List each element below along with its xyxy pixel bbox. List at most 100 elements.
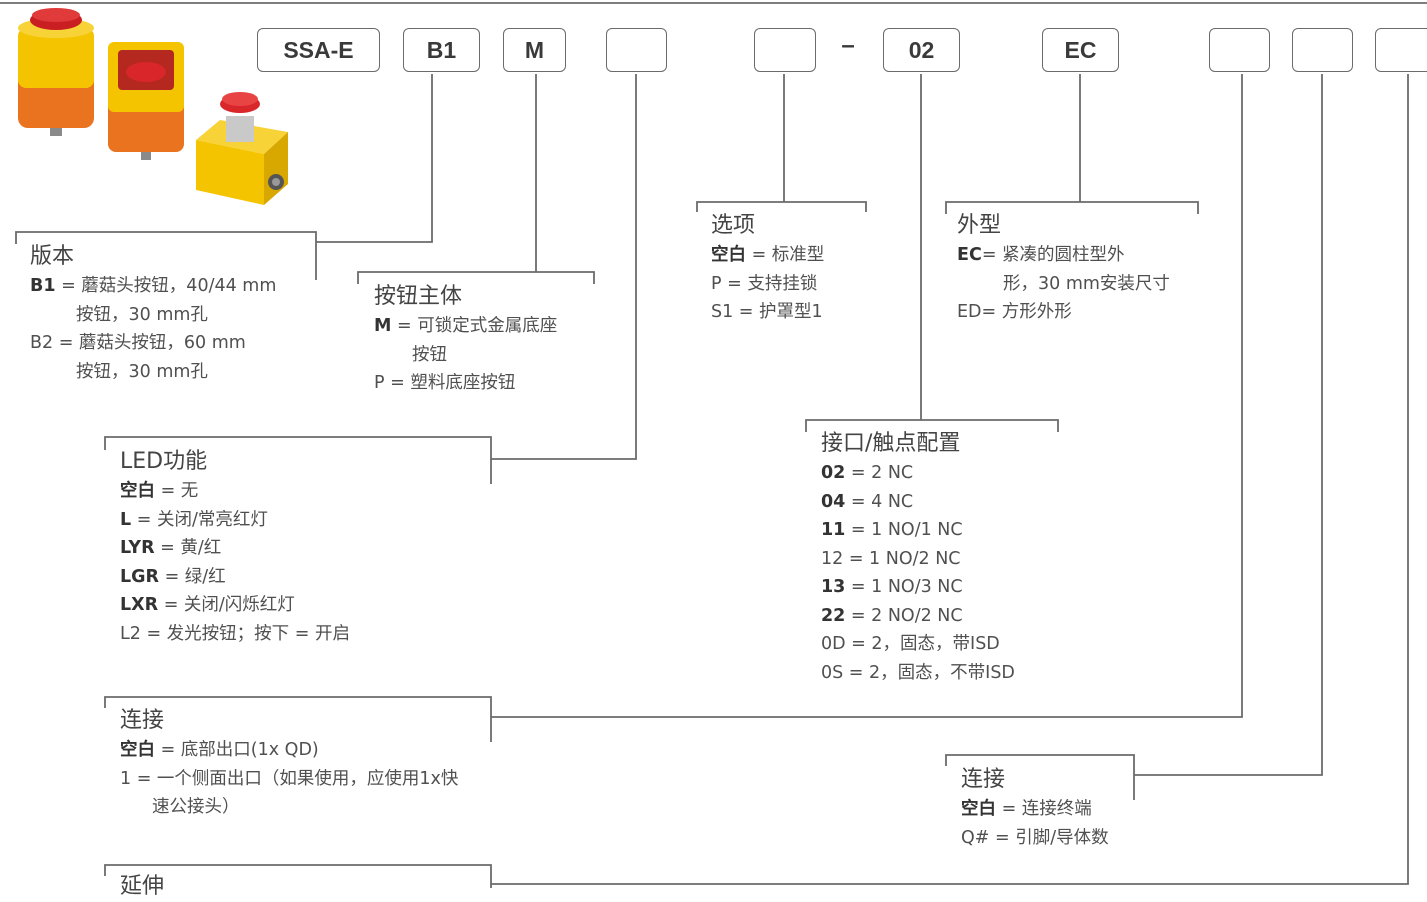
section-version: 版本 B1 = 蘑菇头按钮，40/44 mm 按钮，30 mm孔 B2 = 蘑菇… — [30, 242, 276, 386]
option-code: 空白 — [711, 245, 746, 265]
section-button-body: 按钮主体 M = 可锁定式金属底座 按钮 P = 塑料底座按钮 — [374, 282, 557, 398]
option-code: 11 — [821, 520, 846, 540]
product-photos — [18, 8, 288, 205]
option-text: = 绿/红 — [159, 566, 226, 587]
option-text: = 关闭/闪烁红灯 — [158, 595, 295, 615]
section-title: 延伸 — [120, 874, 165, 899]
option-row: 1 = 一个侧面出口（如果使用，应使用1x快 — [120, 765, 458, 794]
option-text: P = 塑料底座按钮 — [374, 373, 516, 393]
option-row: 13 = 1 NO/3 NC — [821, 573, 1015, 602]
option-text: 按钮，30 mm孔 — [76, 304, 208, 325]
option-row: 按钮，30 mm孔 — [30, 301, 276, 330]
option-row: EC= 紧凑的圆柱型外 — [957, 241, 1170, 270]
option-text: = 关闭/常亮红灯 — [131, 509, 268, 530]
section-interface-contacts: 接口/触点配置 02 = 2 NC 04 = 4 NC 11 = 1 NO/1 … — [821, 429, 1015, 687]
section-title: 版本 — [30, 244, 75, 269]
section-title: 连接 — [120, 708, 165, 733]
option-row: Q# = 引脚/导体数 — [961, 824, 1109, 853]
option-row: 02 = 2 NC — [821, 459, 1015, 488]
code-box-extension — [1375, 28, 1427, 72]
option-text: = 4 NC — [845, 491, 914, 512]
option-text: S1 = 护罩型1 — [711, 302, 823, 322]
product-photo-square-estop — [196, 92, 288, 205]
code-box-interface: 02 — [883, 28, 960, 72]
option-text: 1 = 一个侧面出口（如果使用，应使用1x快 — [120, 768, 459, 789]
option-text: B2 = 蘑菇头按钮，60 mm — [30, 333, 246, 353]
option-row: B2 = 蘑菇头按钮，60 mm — [30, 329, 276, 358]
product-photo-cylindrical-estop — [18, 8, 94, 136]
section-title: 按钮主体 — [374, 284, 463, 309]
option-row: 空白 = 底部出口(1x QD) — [120, 736, 458, 765]
option-text: = 2 NC — [845, 463, 914, 483]
option-code: EC — [957, 245, 982, 265]
option-text: = 可锁定式金属底座 — [391, 316, 558, 336]
option-text: P = 支持挂锁 — [711, 273, 818, 294]
option-text: = 1 NO/3 NC — [845, 577, 963, 597]
option-text: = 标准型 — [746, 245, 825, 265]
option-row: 按钮 — [374, 341, 557, 370]
option-text: = 1 NO/1 NC — [845, 520, 963, 540]
option-row: P = 塑料底座按钮 — [374, 369, 557, 398]
option-row: 12 = 1 NO/2 NC — [821, 545, 1015, 574]
section-led-function: LED功能 空白 = 无 L = 关闭/常亮红灯 LYR = 黄/红 LGR =… — [120, 447, 350, 648]
option-text: L2 = 发光按钮；按下 = 开启 — [120, 623, 350, 644]
code-box-led — [606, 28, 667, 72]
option-text: 按钮 — [412, 344, 447, 365]
option-row: S1 = 护罩型1 — [711, 298, 824, 327]
option-text: = 紧凑的圆柱型外 — [981, 245, 1125, 265]
section-title: 外型 — [957, 213, 1002, 238]
option-row: ED= 方形外形 — [957, 298, 1170, 327]
option-row: L = 关闭/常亮红灯 — [120, 506, 350, 535]
option-row: 空白 = 无 — [120, 477, 350, 506]
option-row: 空白 = 标准型 — [711, 241, 824, 270]
code-box-options — [754, 28, 816, 72]
option-text: = 蘑菇头按钮，40/44 mm — [55, 276, 277, 296]
section-title: LED功能 — [120, 449, 208, 474]
option-text: = 黄/红 — [154, 538, 222, 558]
option-text: = 2 NO/2 NC — [845, 605, 963, 626]
option-code: 空白 — [961, 799, 996, 819]
option-row: 11 = 1 NO/1 NC — [821, 516, 1015, 545]
option-row: L2 = 发光按钮；按下 = 开启 — [120, 620, 350, 649]
option-code: LYR — [120, 538, 155, 558]
option-code: 13 — [821, 577, 846, 597]
option-row: M = 可锁定式金属底座 — [374, 312, 557, 341]
option-code: B1 — [30, 276, 56, 296]
section-title: 接口/触点配置 — [821, 431, 961, 456]
option-text: 0D = 2，固态，带ISD — [821, 634, 1000, 654]
option-code: 空白 — [120, 481, 155, 501]
section-connection-type: 连接 空白 = 连接终端 Q# = 引脚/导体数 — [961, 765, 1109, 852]
section-title: 连接 — [961, 767, 1006, 792]
option-text: 按钮，30 mm孔 — [76, 361, 208, 382]
option-code: M — [374, 316, 392, 336]
section-shape: 外型 EC= 紧凑的圆柱型外 形，30 mm安装尺寸 ED= 方形外形 — [957, 211, 1170, 327]
option-text: = 连接终端 — [996, 799, 1092, 819]
section-title: 选项 — [711, 213, 756, 238]
option-code: 22 — [821, 605, 846, 626]
code-dash: – — [841, 32, 855, 59]
option-text: ED= 方形外形 — [957, 302, 1072, 322]
option-code: 空白 — [120, 740, 155, 760]
option-row: 速公接头） — [120, 793, 458, 822]
product-photo-shroud-estop — [108, 42, 184, 160]
option-text: 12 = 1 NO/2 NC — [821, 548, 961, 569]
option-row: 形，30 mm安装尺寸 — [957, 270, 1170, 299]
option-row: 按钮，30 mm孔 — [30, 358, 276, 387]
section-options: 选项 空白 = 标准型 P = 支持挂锁 S1 = 护罩型1 — [711, 211, 824, 327]
option-text: 形，30 mm安装尺寸 — [1003, 273, 1170, 294]
code-box-version: B1 — [403, 28, 480, 72]
option-row: LXR = 关闭/闪烁红灯 — [120, 591, 350, 620]
option-row: P = 支持挂锁 — [711, 270, 824, 299]
option-text: 速公接头） — [152, 797, 240, 817]
option-text: = 底部出口(1x QD) — [155, 740, 319, 760]
section-extension: 延伸 — [120, 872, 164, 902]
code-box-shape: EC — [1042, 28, 1119, 72]
option-row: LGR = 绿/红 — [120, 563, 350, 592]
option-row: 空白 = 连接终端 — [961, 795, 1109, 824]
option-row: LYR = 黄/红 — [120, 534, 350, 563]
option-row: B1 = 蘑菇头按钮，40/44 mm — [30, 272, 276, 301]
option-code: 04 — [821, 491, 846, 512]
option-row: 0D = 2，固态，带ISD — [821, 630, 1015, 659]
code-box-body: M — [503, 28, 566, 72]
option-row: 22 = 2 NO/2 NC — [821, 602, 1015, 631]
